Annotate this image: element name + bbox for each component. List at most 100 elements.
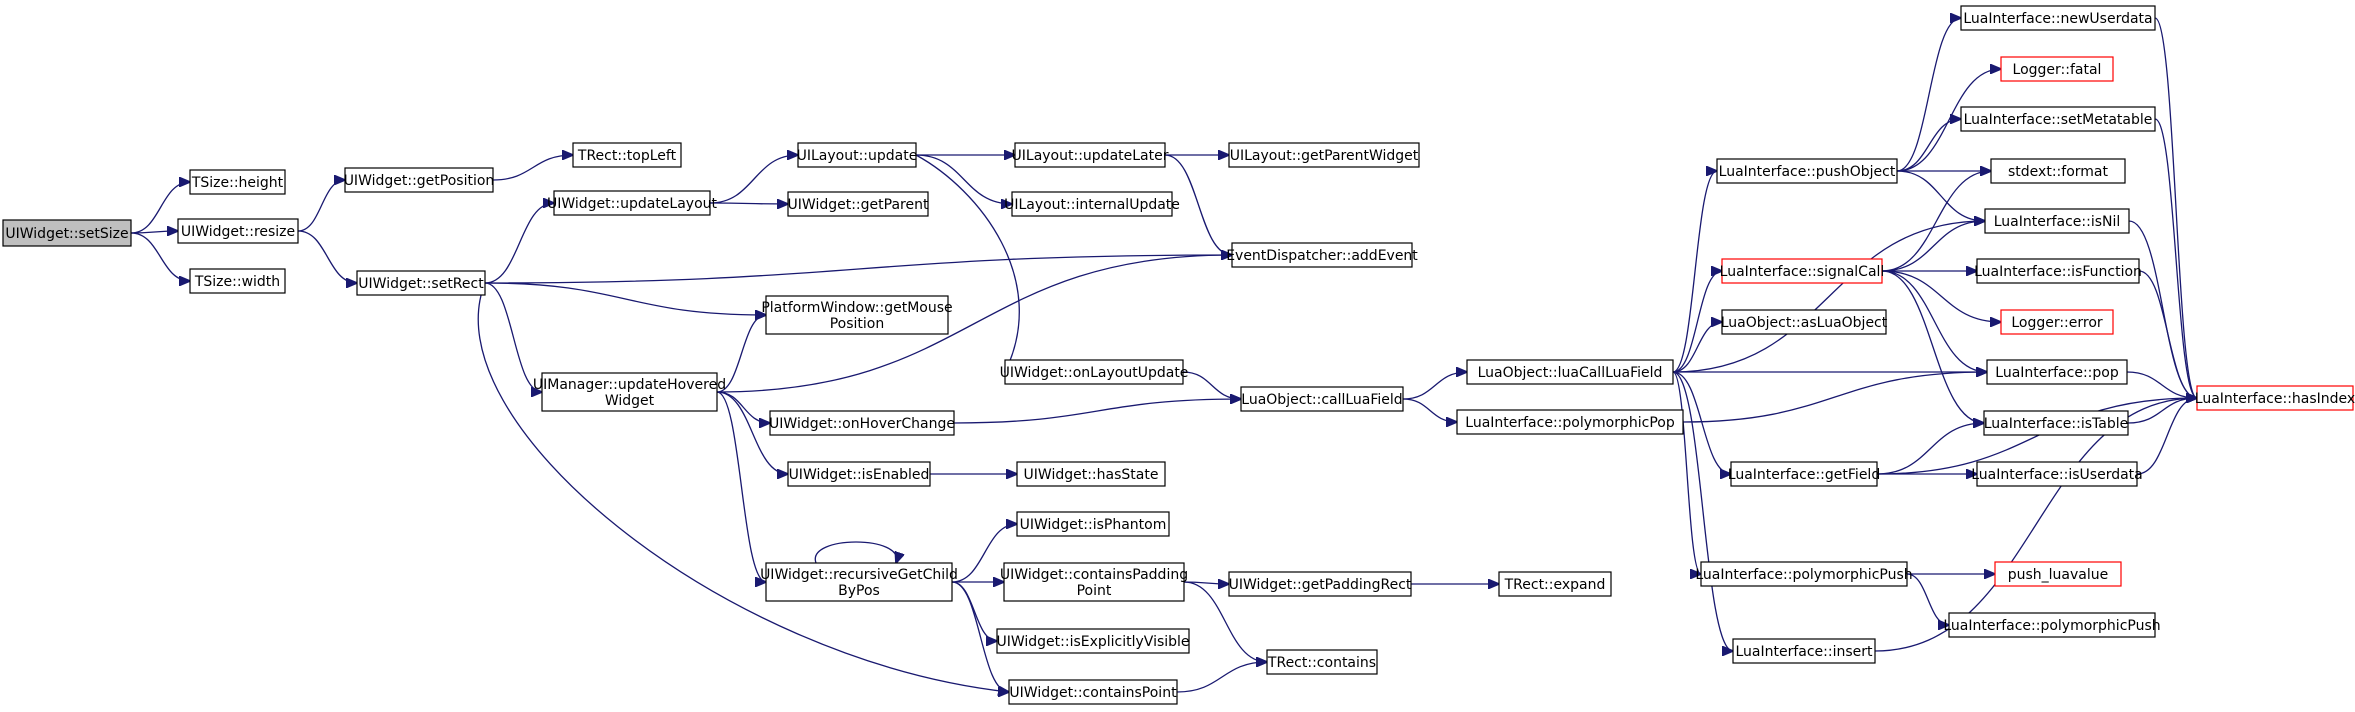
node-polymorphicPush2[interactable]: LuaInterface::polymorphicPush (1943, 612, 2161, 638)
node-label: UIWidget::isExplicitlyVisible (996, 634, 1189, 650)
node-onLayoutUpdate[interactable]: UIWidget::onLayoutUpdate (1000, 359, 1189, 385)
edge-updateHovered-to-isEnabled (716, 391, 788, 474)
node-callLuaField[interactable]: LuaObject::callLuaField (1240, 386, 1404, 412)
node-label: TSize::height (191, 175, 284, 191)
node-internalUpdate[interactable]: UILayout::internalUpdate (1004, 191, 1180, 217)
node-isEnabled[interactable]: UIWidget::isEnabled (787, 461, 931, 487)
node-label: LuaObject::luaCallLuaField (1478, 365, 1663, 381)
node-isTable[interactable]: LuaInterface::isTable (1983, 410, 2129, 436)
node-getPaddingRect[interactable]: UIWidget::getPaddingRect (1228, 571, 1412, 597)
node-getParentWidget[interactable]: UILayout::getParentWidget (1228, 142, 1420, 168)
node-label: Logger::error (2011, 315, 2103, 331)
node-label: stdext::format (2008, 164, 2108, 180)
node-hasState[interactable]: UIWidget::hasState (1016, 461, 1166, 487)
node-box (1960, 106, 2156, 132)
node-layer: UIWidget::setSizeTSize::heightUIWidget::… (2, 5, 2355, 705)
node-resize[interactable]: UIWidget::resize (177, 218, 299, 244)
node-pushObject[interactable]: LuaInterface::pushObject (1716, 158, 1898, 184)
node-luaCallLuaField[interactable]: LuaObject::luaCallLuaField (1466, 359, 1674, 385)
edge-luaCallLuaField-to-asLuaObject (1672, 322, 1722, 373)
node-label: LuaInterface::polymorphicPush (1695, 567, 1912, 583)
node-polymorphicPush[interactable]: LuaInterface::polymorphicPush (1695, 561, 1913, 587)
node-isPhantom[interactable]: UIWidget::isPhantom (1016, 511, 1170, 537)
node-label: UIManager::updateHovered (533, 377, 726, 393)
node-label: LuaInterface::insert (1735, 644, 1873, 660)
node-label: LuaInterface::polymorphicPop (1465, 415, 1675, 431)
node-label: PlatformWindow::getMouse (761, 300, 952, 316)
node-label: UIWidget::onHoverChange (769, 416, 955, 432)
node-box (1730, 461, 1878, 487)
node-getParent[interactable]: UIWidget::getParent (787, 191, 929, 217)
node-box (1984, 208, 2130, 234)
edge-isUserdata-to-hasIndex (2136, 398, 2197, 475)
edge-setRect-to-addEvent (484, 255, 1232, 284)
node-newUserdata[interactable]: LuaInterface::newUserdata (1960, 5, 2156, 31)
node-box (787, 461, 931, 487)
node-label: Point (1077, 583, 1112, 599)
node-isUserdata[interactable]: LuaInterface::isUserdata (1971, 461, 2143, 487)
node-fatal[interactable]: Logger::fatal (2000, 56, 2114, 82)
node-format[interactable]: stdext::format (1990, 158, 2126, 184)
edge-luaCallLuaField-to-polymorphicPush (1672, 371, 1701, 574)
node-box (2, 219, 132, 247)
node-label: UIWidget::onLayoutUpdate (1000, 365, 1189, 381)
node-label: LuaInterface::isUserdata (1971, 467, 2143, 483)
node-containsPoint[interactable]: UIWidget::containsPoint (1008, 679, 1178, 705)
node-width[interactable]: TSize::width (189, 268, 286, 294)
node-label: UIWidget::resize (181, 224, 295, 240)
edge-newUserdata-to-hasIndex (2154, 17, 2197, 398)
node-setSize[interactable]: UIWidget::setSize (2, 219, 132, 247)
node-box (765, 562, 953, 602)
node-label: UIWidget::updateLayout (547, 196, 718, 212)
edge-setRect-to-containsPoint (477, 282, 1009, 692)
node-expand[interactable]: TRect::expand (1498, 571, 1612, 597)
node-asLuaObject[interactable]: LuaObject::asLuaObject (1721, 309, 1888, 335)
edge-signalCall-to-error (1881, 270, 2001, 322)
node-label: LuaObject::asLuaObject (1721, 315, 1888, 331)
edge-setSize-to-width (130, 232, 190, 281)
node-box (2000, 56, 2114, 82)
node-label: UIWidget::containsPadding (1000, 567, 1188, 583)
edge-resize-to-getPosition (297, 180, 345, 232)
node-height[interactable]: TSize::height (189, 169, 286, 195)
node-layoutUpdate[interactable]: UILayout::update (797, 142, 918, 168)
node-box (1732, 638, 1876, 664)
edge-recursiveGetChild-to-isExplicitlyVisible (951, 581, 997, 641)
node-getPosition[interactable]: UIWidget::getPosition (344, 167, 495, 193)
node-box (2000, 309, 2114, 335)
edge-isFunction-to-hasIndex (2138, 270, 2197, 398)
node-updateLater[interactable]: UILayout::updateLater (1012, 142, 1169, 168)
node-onHoverChange[interactable]: UIWidget::onHoverChange (769, 410, 955, 436)
edge-signalCall-to-format (1881, 171, 1991, 272)
node-polymorphicPop[interactable]: LuaInterface::polymorphicPop (1456, 409, 1684, 435)
node-setMetatable[interactable]: LuaInterface::setMetatable (1960, 106, 2156, 132)
node-addEvent[interactable]: EventDispatcher::addEvent (1226, 242, 1418, 268)
node-isExplicitlyVisible[interactable]: UIWidget::isExplicitlyVisible (996, 628, 1190, 654)
node-signalCall[interactable]: LuaInterface::signalCall (1720, 258, 1885, 284)
node-error[interactable]: Logger::error (2000, 309, 2114, 335)
edge-layoutUpdate-to-onLayoutUpdate (915, 154, 1020, 372)
node-hasIndex[interactable]: LuaInterface::hasIndex (2195, 385, 2355, 411)
node-pop[interactable]: LuaInterface::pop (1986, 359, 2128, 385)
edge-luaCallLuaField-to-isNil (1672, 221, 1985, 373)
edge-setRect-to-updateLayout (484, 203, 554, 284)
node-getField[interactable]: LuaInterface::getField (1728, 461, 1880, 487)
node-box (1716, 158, 1898, 184)
node-insert[interactable]: LuaInterface::insert (1732, 638, 1876, 664)
node-isNil[interactable]: LuaInterface::isNil (1984, 208, 2130, 234)
node-setRect[interactable]: UIWidget::setRect (356, 270, 486, 296)
node-rectContains[interactable]: TRect::contains (1266, 649, 1378, 675)
node-updateLayout[interactable]: UIWidget::updateLayout (547, 190, 718, 216)
node-isFunction[interactable]: LuaInterface::isFunction (1974, 258, 2142, 284)
node-topLeft[interactable]: TRect::topLeft (572, 142, 682, 168)
node-label: UILayout::getParentWidget (1230, 148, 1419, 164)
node-push_luavalue[interactable]: push_luavalue (1994, 561, 2122, 587)
edge-recursiveGetChild-to-isPhantom (951, 524, 1017, 583)
node-box (1011, 191, 1173, 217)
edge-layer (130, 17, 2197, 692)
